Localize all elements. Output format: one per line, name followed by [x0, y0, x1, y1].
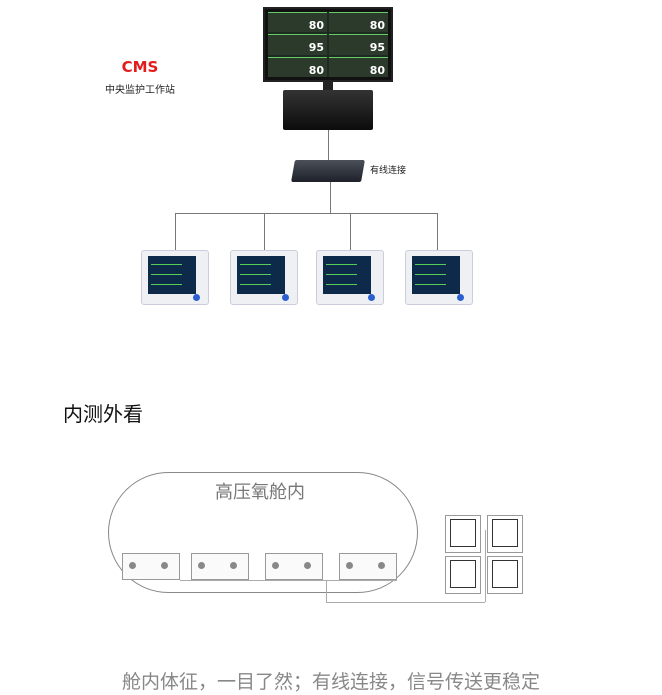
- outside-monitor-image: [487, 556, 523, 594]
- central-monitor-image: 80 80 95 95 80 80: [263, 7, 393, 82]
- bedside-monitor-image: [230, 250, 298, 305]
- connector-line: [328, 130, 329, 160]
- bedside-monitor-image: [405, 250, 473, 305]
- reading: 80: [369, 63, 385, 77]
- chamber-outline: [108, 472, 418, 593]
- workstation-pc-image: [283, 90, 373, 130]
- caption: 舱内体征，一目了然；有线连接，信号传送更稳定: [121, 671, 540, 693]
- network-switch-image: [291, 160, 365, 182]
- reading: 80: [308, 19, 324, 32]
- chamber-module: [122, 553, 180, 580]
- connector-line: [330, 182, 331, 213]
- connector-line: [350, 213, 351, 250]
- outside-monitor-image: [487, 515, 523, 553]
- cms-subtitle: 中央监护工作站: [105, 85, 175, 96]
- chamber-module: [265, 553, 323, 580]
- chamber-module: [339, 553, 397, 580]
- chamber-cable: [326, 580, 327, 602]
- chamber-cable: [326, 602, 485, 603]
- chamber-cable: [180, 580, 397, 581]
- outside-monitor-image: [445, 556, 481, 594]
- outside-monitor-image: [445, 515, 481, 553]
- monitor-stand: [323, 82, 333, 92]
- cms-title: CMS: [121, 58, 159, 76]
- reading: 80: [308, 63, 324, 77]
- bedside-monitor-image: [316, 250, 384, 305]
- reading: 80: [369, 19, 385, 32]
- connector-line: [175, 213, 176, 250]
- reading: 95: [369, 41, 385, 55]
- section-heading: 内测外看: [63, 402, 143, 426]
- reading: 95: [308, 41, 324, 55]
- monitor-cable: [485, 530, 486, 602]
- chamber-module: [191, 553, 249, 580]
- connector-line: [264, 213, 265, 250]
- connector-line: [437, 213, 438, 250]
- bus-line: [175, 213, 438, 214]
- chamber-label: 高压氧舱内: [215, 482, 305, 503]
- switch-label: 有线连接: [370, 166, 407, 176]
- bedside-monitor-image: [141, 250, 209, 305]
